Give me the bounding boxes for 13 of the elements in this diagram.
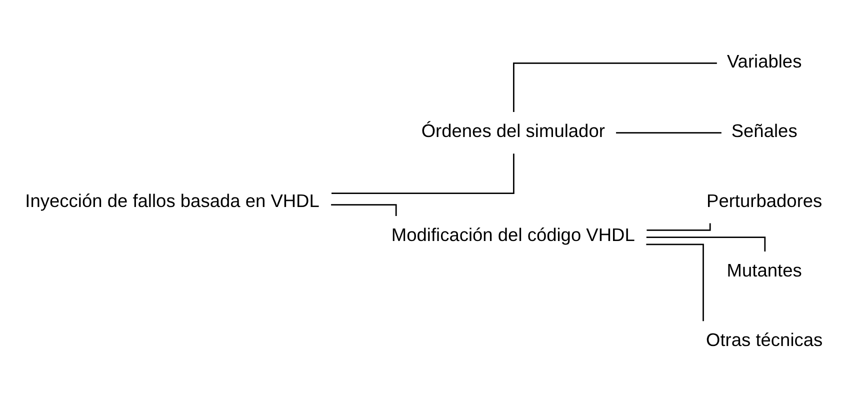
node-text: Perturbadores [706,190,822,211]
node-text: Mutantes [726,259,802,280]
node-text: Variables [726,50,802,72]
connector [512,62,716,112]
connector [331,154,514,194]
connector [646,244,704,322]
node-text: Otras técnicas [706,329,822,350]
node-text: Señales [730,120,797,142]
node-text: Inyección de fallos basada en VHDL [24,190,319,211]
node-text: Órdenes del simulador [420,120,604,142]
node-text: Modificación del código VHDL [390,224,634,246]
connector [646,223,710,231]
connector [616,132,721,134]
